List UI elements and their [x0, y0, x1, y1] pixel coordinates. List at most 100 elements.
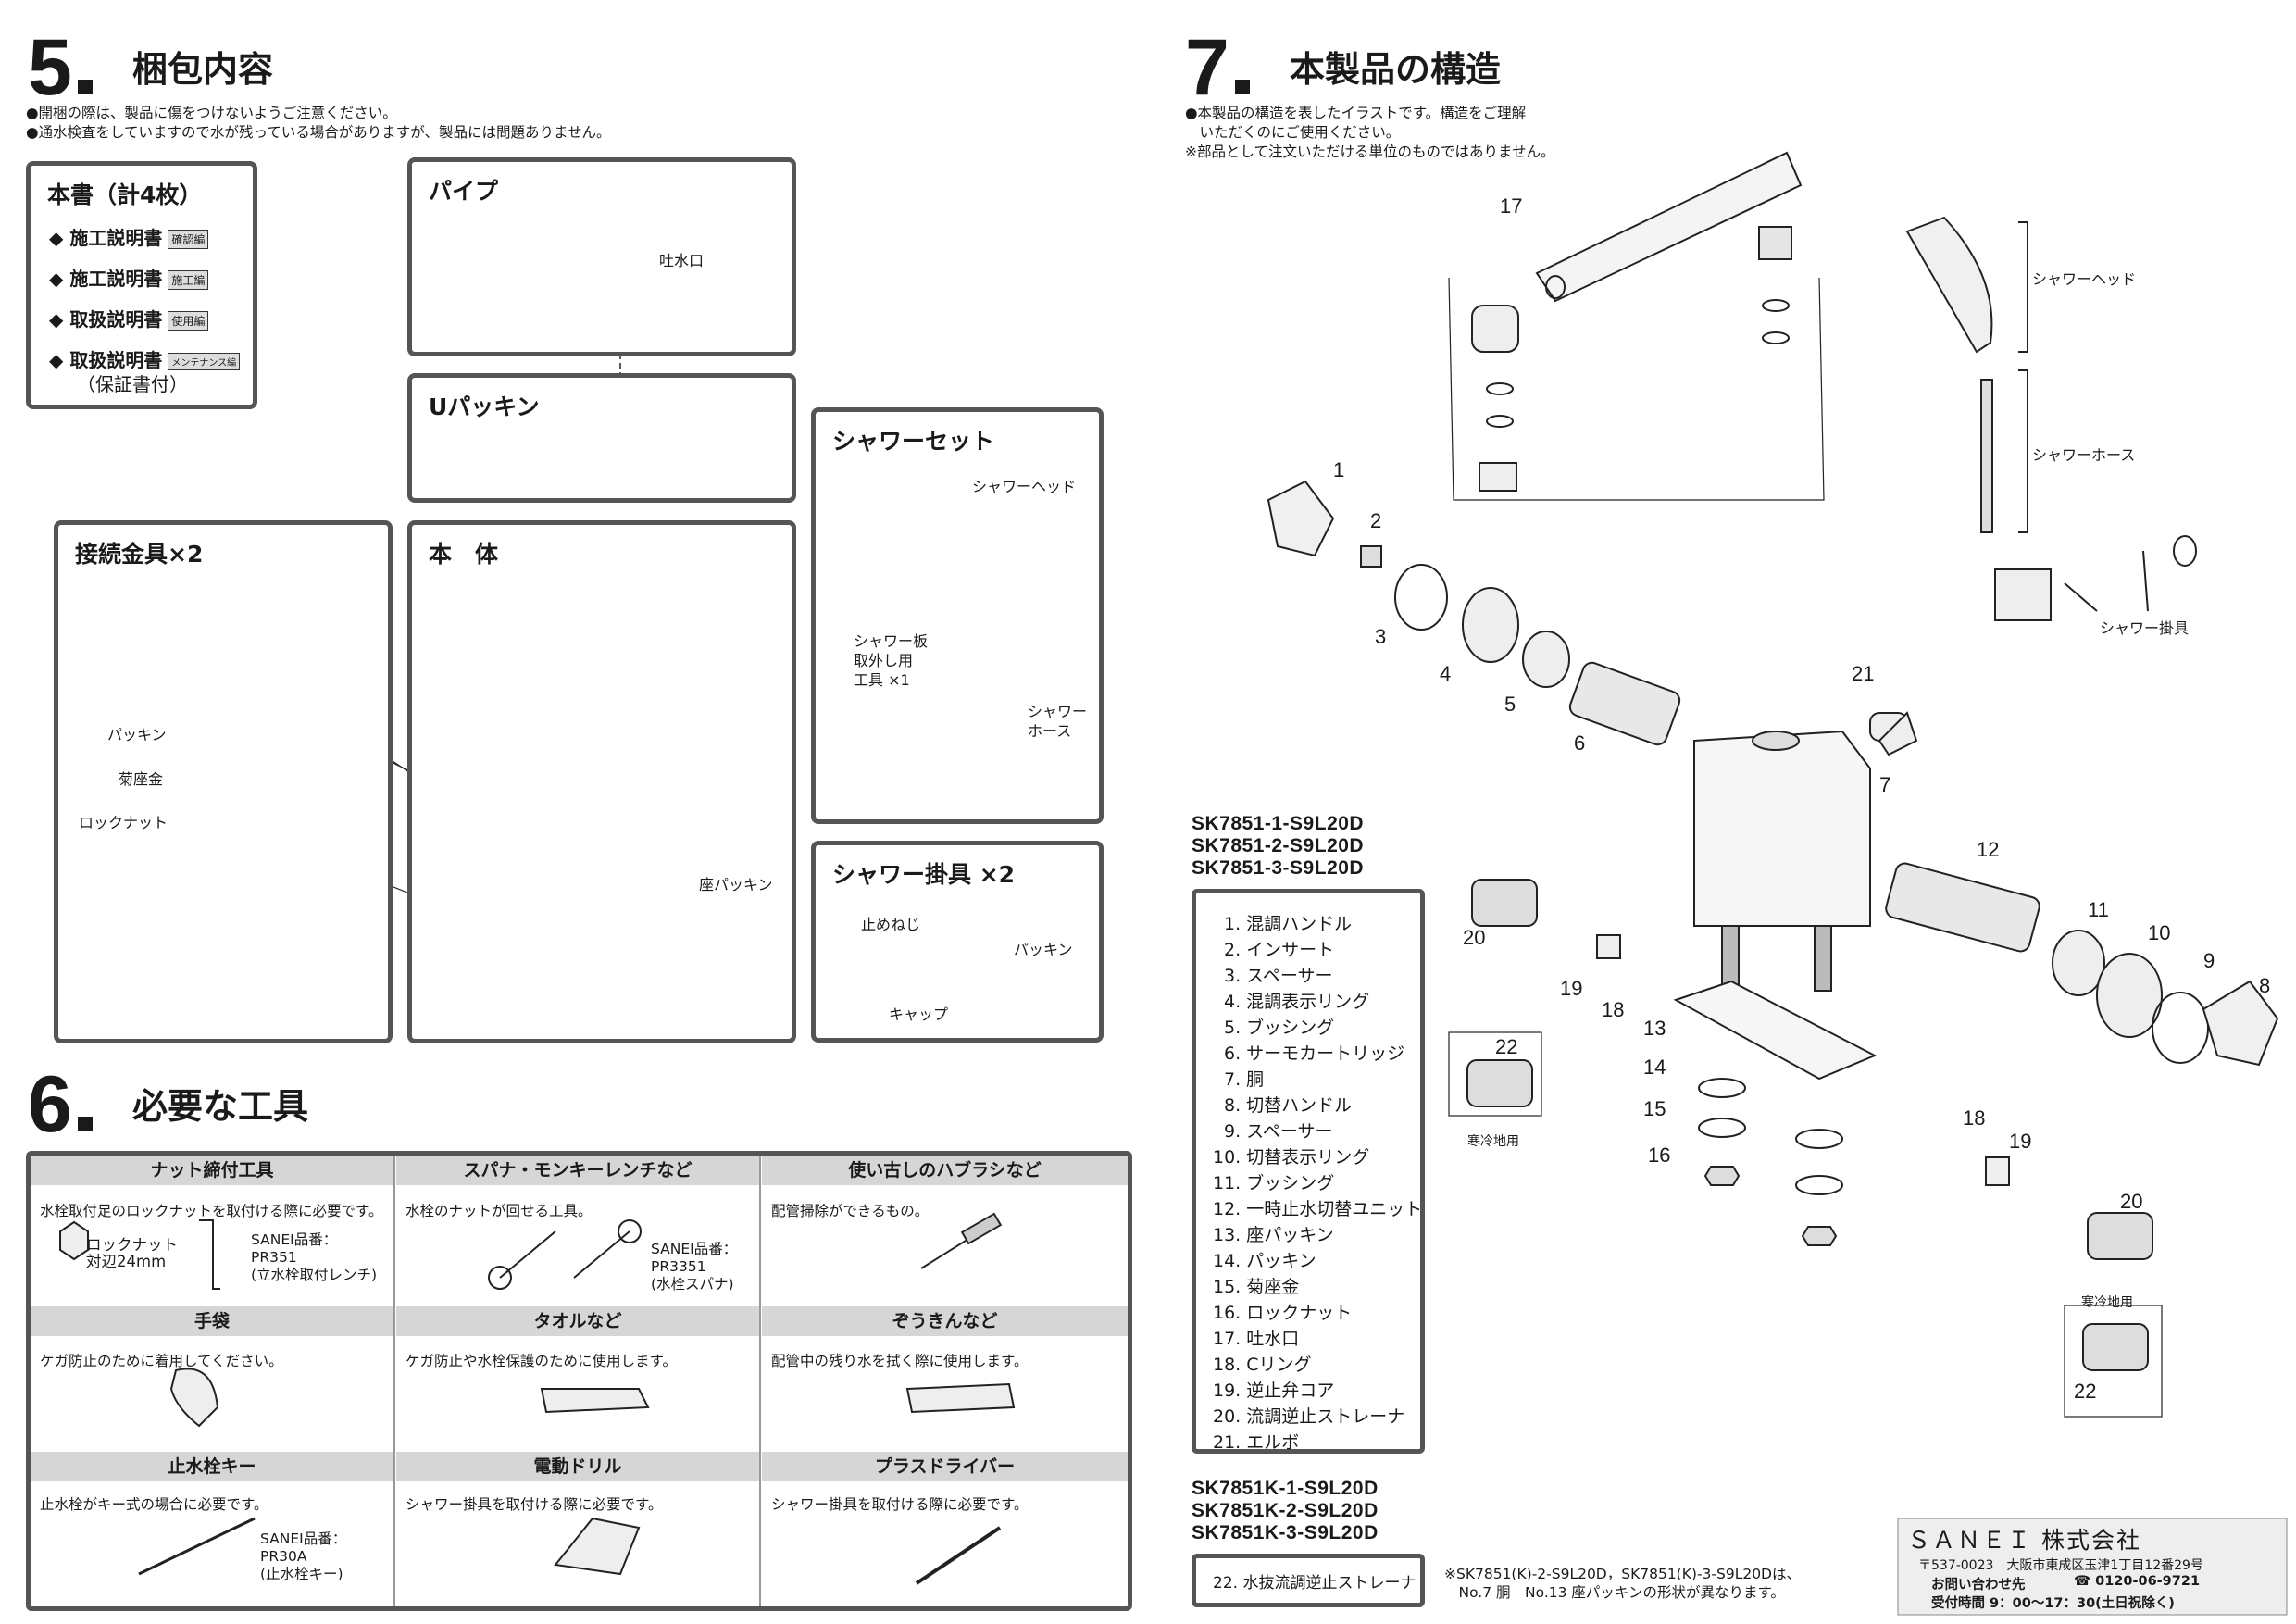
list-item: 19. 逆止弁コア — [1213, 1380, 1335, 1401]
company-address: 〒537-0023 大阪市東成区玉津1丁目12番29号 — [1918, 1558, 2203, 1573]
callout-19: 19 — [2009, 1130, 2032, 1153]
spout-label: 吐水口 — [659, 252, 705, 269]
phone: ☎ 0120-06-9721 — [2074, 1574, 2201, 1589]
doc-item: ◆ 施工説明書施工編 — [49, 264, 209, 291]
body-box: 本 体 — [407, 520, 796, 1043]
callout-20: 20 — [1463, 926, 1486, 949]
list-item: 9. スペーサー — [1224, 1121, 1333, 1142]
callout-12: 12 — [1977, 838, 2000, 861]
section-number: 7 — [1185, 23, 1229, 112]
company-box — [1897, 1518, 2288, 1616]
list-item: 3. スペーサー — [1224, 966, 1333, 986]
model-number: SK7851-2-S9L20D — [1192, 835, 1365, 856]
list-item: 4. 混調表示リング — [1224, 992, 1370, 1012]
u-packing-box: Uパッキン — [407, 373, 796, 503]
callout-17: 17 — [1500, 194, 1523, 218]
u-packing-title: Uパッキン — [429, 394, 540, 420]
shower-set-box: シャワーセット — [811, 407, 1104, 824]
pipe-title: パイプ — [429, 178, 499, 205]
model-number: SK7851-1-S9L20D — [1192, 813, 1365, 834]
callout-19: 19 — [1560, 977, 1583, 1000]
list-item: 22. 水抜流調逆止ストレーナ — [1213, 1574, 1416, 1593]
tool-head: 手袋 — [31, 1306, 393, 1336]
cold-region-label: 寒冷地用 — [2081, 1295, 2133, 1310]
callout-3: 3 — [1375, 625, 1387, 648]
list-item: 15. 菊座金 — [1213, 1277, 1300, 1297]
doc-sub: （保証書付） — [77, 373, 188, 395]
callout-21: 21 — [1852, 662, 1875, 685]
screw-label: 止めねじ — [861, 916, 921, 933]
tool-desc: 止水栓がキー式の場合に必要です。 — [40, 1496, 268, 1513]
sanei-code: SANEI品番：PR30A(止水栓キー) — [260, 1530, 347, 1582]
list-item: 6. サーモカートリッジ — [1224, 1043, 1405, 1064]
callout-2: 2 — [1370, 509, 1382, 532]
tool-desc: ケガ防止のために着用してください。 — [40, 1353, 283, 1369]
note-line: ※部品として注文いただける単位のものではありません。 — [1185, 144, 1555, 160]
shower-hook-box: シャワー掛具 ×2 — [811, 841, 1104, 1043]
callout-8: 8 — [2259, 974, 2271, 997]
callout-16: 16 — [1648, 1143, 1671, 1167]
company-name: ＳＡＮＥＩ 株式会社 — [1907, 1527, 2141, 1554]
list-item: 13. 座パッキン — [1213, 1225, 1334, 1245]
callout-11: 11 — [2088, 898, 2109, 921]
tools-table: ナット締付工具 スパナ・モンキーレンチなど 使い古しのハブラシなど 手袋 タオル… — [26, 1151, 1132, 1611]
note-line: いただくのにご使用ください。 — [1185, 124, 1401, 141]
section-number: 5 — [28, 23, 72, 112]
sanei-code: SANEI品番：PR351(立水栓取付レンチ) — [251, 1231, 378, 1283]
callout-10: 10 — [2148, 921, 2171, 944]
note-line: ●本製品の構造を表したイラストです。構造をご理解 — [1185, 105, 1527, 121]
lock-nut-label: ロックナット — [79, 814, 168, 831]
callout-22: 22 — [2074, 1380, 2097, 1403]
note-line: ●通水検査をしていますので水が残っている場合がありますが、製品には問題ありません… — [26, 124, 611, 141]
section-5-notes: ●開梱の際は、製品に傷をつけないようご注意ください。 ●通水検査をしていますので… — [26, 104, 611, 143]
list-item: 20. 流調逆止ストレーナ — [1213, 1406, 1405, 1427]
list-item: 14. パッキン — [1213, 1251, 1316, 1271]
tool-desc: シャワー掛具を取付ける際に必要です。 — [771, 1496, 1029, 1513]
section-7-notes: ●本製品の構造を表したイラストです。構造をご理解 いただくのにご使用ください。 … — [1185, 104, 1555, 162]
tool-head: スパナ・モンキーレンチなど — [396, 1156, 759, 1185]
callout-18: 18 — [1963, 1106, 1986, 1130]
list-item: 5. ブッシング — [1224, 1018, 1335, 1038]
tool-desc: 配管掃除ができるもの。 — [771, 1203, 930, 1219]
list-item: 10. 切替表示リング — [1213, 1147, 1370, 1168]
section-6-heading: 6 必要な工具 — [28, 1065, 308, 1144]
list-item: 21. エルボ — [1213, 1432, 1300, 1453]
cap-label: キャップ — [889, 1006, 949, 1023]
hook-packing-label: パッキン — [1014, 941, 1073, 958]
tool-desc: 水栓のナットが回せる工具。 — [406, 1203, 593, 1219]
part-22-box: 22. 水抜流調逆止ストレーナ — [1192, 1554, 1425, 1607]
tool-head: 使い古しのハブラシなど — [762, 1156, 1128, 1185]
tool-head: プラスドライバー — [762, 1452, 1128, 1481]
tool-head: 電動ドリル — [396, 1452, 759, 1481]
shower-head-label: シャワーヘッド — [972, 478, 1077, 495]
section-7-heading: 7 本製品の構造 — [1185, 28, 1501, 107]
section-5-heading: 5 梱包内容 — [28, 28, 273, 107]
tool-desc: シャワー掛具を取付ける際に必要です。 — [406, 1496, 663, 1513]
shower-head-label: シャワーヘッド — [2032, 270, 2137, 288]
doc-item: ◆ 取扱説明書メンテナンス編 — [49, 345, 241, 372]
connect-title: 接続金具×2 — [75, 541, 204, 568]
list-item: 17. 吐水口 — [1213, 1329, 1300, 1349]
lock-nut-size: ロックナット対辺24mm — [86, 1236, 178, 1270]
contact-label: お問い合わせ先 — [1931, 1578, 2026, 1593]
parts-list: 1. 混調ハンドル 2. インサート 3. スペーサー 4. 混調表示リング 5… — [1192, 889, 1425, 1454]
tool-icons — [59, 1212, 1016, 1585]
tool-desc: 水栓取付足のロックナットを取付ける際に必要です。 — [40, 1203, 383, 1219]
callout-4: 4 — [1440, 662, 1452, 685]
hours: 受付時間 9：00〜17：30(土日祝除く) — [1931, 1596, 2175, 1611]
section-number: 6 — [28, 1060, 72, 1149]
list-item: 1. 混調ハンドル — [1224, 914, 1353, 934]
list-item: 2. インサート — [1224, 940, 1335, 960]
section-title: 本製品の構造 — [1289, 49, 1501, 90]
shower-set-title: シャワーセット — [832, 428, 995, 455]
note-line: ●開梱の際は、製品に傷をつけないようご注意ください。 — [26, 105, 397, 121]
callout-1: 1 — [1333, 458, 1345, 481]
footnote: ※SK7851(K)-2-S9L20D，SK7851(K)-3-S9L20Dは、… — [1444, 1566, 1801, 1601]
shower-hose-label: シャワーホース — [1028, 703, 1088, 740]
list-item: 7. 胴 — [1224, 1069, 1265, 1090]
removal-tool-label: シャワー板取外し用工具 ×1 — [854, 632, 929, 689]
model-number: SK7851K-2-S9L20D — [1192, 1500, 1379, 1521]
callout-5: 5 — [1504, 693, 1516, 716]
tool-head: 止水栓キー — [31, 1452, 393, 1481]
shower-hose-label: シャワーホース — [2032, 446, 2136, 464]
